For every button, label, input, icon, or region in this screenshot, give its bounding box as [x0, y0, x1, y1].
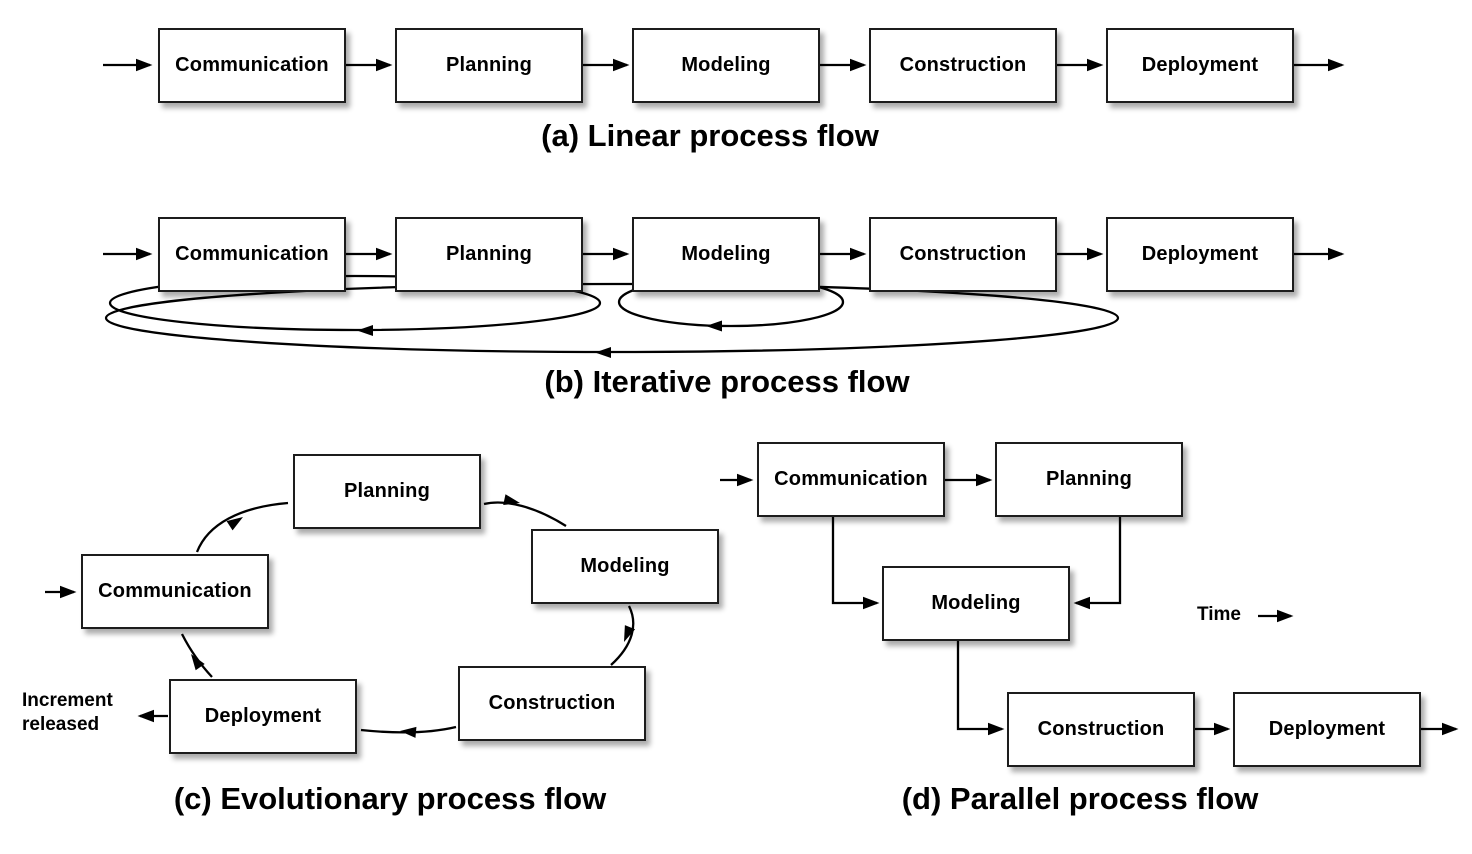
- panel-c-box-modeling: Modeling: [531, 529, 719, 604]
- panel-c-caption: (c) Evolutionary process flow: [173, 781, 607, 816]
- elbow-d-planning-modeling: [1073, 517, 1122, 610]
- panel-c-arrowheads: [191, 494, 636, 738]
- panel-b-caption: (b) Iterative process flow: [544, 364, 910, 399]
- arc-c-planning-modeling: [483, 501, 567, 527]
- arc-c-modeling-construction: [610, 605, 635, 666]
- arc-c1-arrowhead: [226, 517, 243, 531]
- panel-d-box-deployment: Deployment: [1233, 692, 1421, 767]
- arc-c5-arrowhead: [191, 654, 205, 671]
- panel-d-time-label: Time: [1197, 604, 1242, 625]
- panel-b-arrows: [103, 247, 1345, 354]
- elbow-d-communication-modeling: [831, 517, 880, 610]
- elbow-d-modeling-construction: [956, 641, 1005, 736]
- arc-c2-arrowhead: [503, 494, 520, 506]
- panel-d-box-communication: Communication: [757, 442, 945, 517]
- arc-c-communication-planning: [195, 501, 289, 553]
- panel-d-box-planning: Planning: [995, 442, 1183, 517]
- panel-b-box-planning: Planning: [395, 217, 583, 292]
- panel-b-box-deployment: Deployment: [1106, 217, 1294, 292]
- arc-c4-arrowhead: [400, 726, 417, 738]
- panel-a-box-deployment: Deployment: [1106, 28, 1294, 103]
- loop-b3-arrowhead: [595, 347, 611, 358]
- arc-c3-arrowhead: [624, 625, 636, 642]
- panel-c-box-construction: Construction: [458, 666, 646, 741]
- loop-b1-arrowhead: [357, 325, 373, 336]
- loop-b2-arrowhead: [706, 320, 722, 332]
- panel-d-caption: (d) Parallel process flow: [901, 781, 1259, 816]
- panel-b-loop-arrowheads: [357, 320, 722, 358]
- panel-a-box-construction: Construction: [869, 28, 1057, 103]
- loop-b-construction-to-start: [104, 282, 1120, 354]
- arc-c-deployment-communication: [180, 633, 213, 678]
- panel-c-arrows: [45, 501, 635, 734]
- loop-b-planning-to-communication: [108, 274, 602, 332]
- panel-b-box-construction: Construction: [869, 217, 1057, 292]
- panel-a-box-communication: Communication: [158, 28, 346, 103]
- panel-c-box-communication: Communication: [81, 554, 269, 629]
- panel-c-box-planning: Planning: [293, 454, 481, 529]
- panel-a-caption: (a) Linear process flow: [541, 118, 879, 153]
- panel-c-box-deployment: Deployment: [169, 679, 357, 754]
- panel-d-box-construction: Construction: [1007, 692, 1195, 767]
- panel-d-arrows: [720, 473, 1459, 736]
- panel-b-box-communication: Communication: [158, 217, 346, 292]
- panel-d-box-modeling: Modeling: [882, 566, 1070, 641]
- panel-a-box-planning: Planning: [395, 28, 583, 103]
- panel-a-box-modeling: Modeling: [632, 28, 820, 103]
- panel-b-box-modeling: Modeling: [632, 217, 820, 292]
- panel-c-increment-released-label: Increment released: [22, 690, 113, 735]
